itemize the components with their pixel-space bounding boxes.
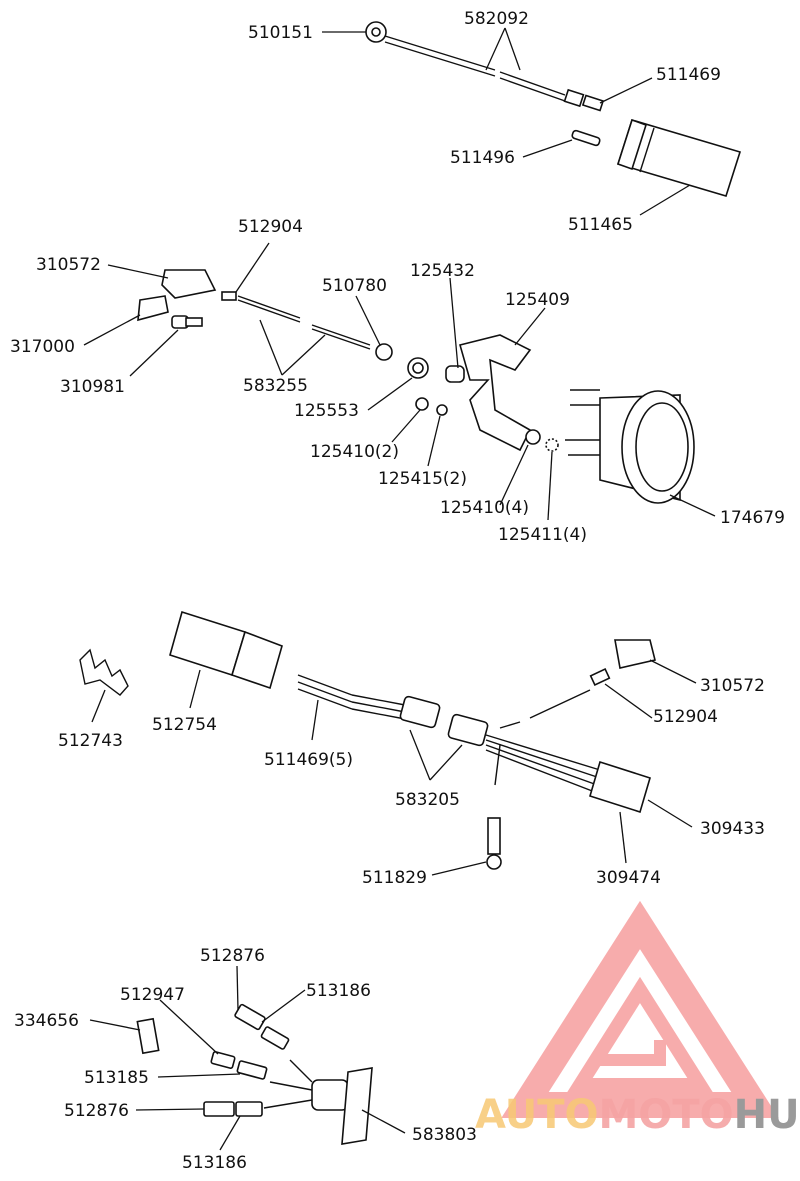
ring-terminal-511829 [486,854,502,870]
label-125409: 125409 [505,290,570,310]
label-512904-b: 512904 [653,707,718,727]
nut-125410-2 [415,397,429,411]
terminal-512904-b [589,668,611,686]
label-125553: 125553 [294,401,359,421]
terminal-512876-b [203,1101,235,1117]
label-125410-2: 125410(2) [310,442,399,462]
terminal-body-511829 [487,817,501,855]
label-583255: 583255 [243,376,308,396]
watermark-text: AUTOMOTOHUB [475,1092,800,1138]
sleeve-583205-b [447,713,489,747]
section-cable-sender [322,21,742,216]
bracket-317000 [137,295,169,322]
label-511469-top: 511469 [656,65,721,85]
section-gauge [83,242,716,521]
insulator-513186-a [260,1026,290,1050]
label-125415-2: 125415(2) [378,469,467,489]
pin-511496 [571,129,601,147]
fuse-334656 [136,1017,160,1055]
label-511496: 511496 [450,148,515,168]
terminal-512904-a [221,291,237,301]
clip-512743 [79,648,129,696]
insulator-513186-b [235,1101,263,1117]
nut-125410-4 [525,429,541,445]
label-310981: 310981 [60,377,125,397]
ring-terminal-510780 [375,343,393,361]
label-583205: 583205 [395,790,460,810]
label-512754: 512754 [152,715,217,735]
cable-582092 [384,35,496,77]
connector-310572-b [614,639,656,669]
label-310572-b: 310572 [700,676,765,696]
label-512904-a: 512904 [238,217,303,237]
watermark-logo [501,900,779,1118]
label-317000: 317000 [10,337,75,357]
label-511469-5: 511469(5) [264,750,353,770]
label-125432: 125432 [410,261,475,281]
lockwasher-125411-4 [545,438,559,452]
gauge-174679 [565,389,695,504]
watermark-hub: HUB [734,1092,800,1138]
connector-310572-a [161,269,217,299]
screw-310981 [171,315,203,329]
label-310572-a: 310572 [36,255,101,275]
terminal-512947 [210,1051,236,1069]
section-switch [89,965,406,1151]
label-511829: 511829 [362,868,427,888]
label-512876-a: 512876 [200,946,265,966]
bulb-125432 [445,365,465,383]
bracket-125409 [459,334,532,452]
watermark-auto: AUTO [475,1092,599,1138]
label-125411-4: 125411(4) [498,525,587,545]
washer-125415-2 [436,404,448,416]
label-513186-b: 513186 [182,1153,247,1173]
label-582092: 582092 [464,9,529,29]
label-510151: 510151 [248,23,313,43]
section-harness [79,610,697,876]
terminal-512876-a [234,1003,266,1031]
label-583803: 583803 [412,1125,477,1145]
connector-309433 [589,760,651,814]
label-513186-a: 513186 [306,981,371,1001]
label-512876-b: 512876 [64,1101,129,1121]
label-125410-4: 125410(4) [440,498,529,518]
label-510780: 510780 [322,276,387,296]
sleeve-583205-a [399,695,441,729]
label-309433: 309433 [700,819,765,839]
connector-511469 [563,88,585,108]
label-309474: 309474 [596,868,661,888]
sender-512754 [169,610,283,690]
fuse-holder-583803 [311,1067,373,1145]
label-512743: 512743 [58,731,123,751]
sender-511465 [616,118,742,197]
label-513185: 513185 [84,1068,149,1088]
label-512947: 512947 [120,985,185,1005]
insulator-513185 [236,1060,268,1080]
wire-583255 [237,295,301,323]
watermark-moto: MOTO [599,1092,734,1138]
connectors-511469-5 [297,674,353,710]
label-511465: 511465 [568,215,633,235]
label-174679: 174679 [720,508,785,528]
label-334656: 334656 [14,1011,79,1031]
